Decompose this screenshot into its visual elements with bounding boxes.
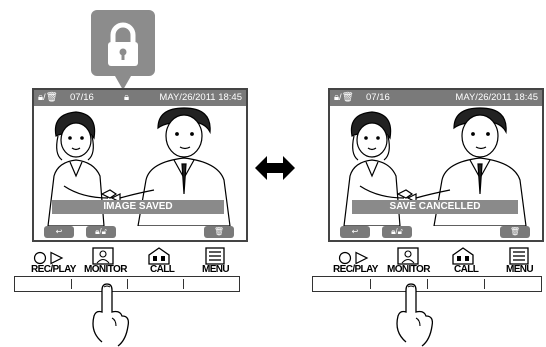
status-banner: SAVE CANCELLED	[352, 200, 518, 214]
date-time: MAY/26/2011 18:45	[455, 90, 538, 106]
status-bar: 🔒︎/🗑︎ 07/16 MAY/26/2011 18:45	[330, 90, 542, 106]
protect-softkey[interactable]: 🔒︎/🔓︎	[86, 226, 116, 238]
call-icon	[148, 247, 170, 265]
protect-delete-icon: 🔒︎/🗑︎	[334, 90, 354, 106]
protect-delete-icon: 🔒︎/🗑︎	[38, 90, 58, 106]
left-monitor-screen: 🔒︎/🗑︎ 07/16 🔒︎ MAY/26/2011 18:45	[32, 88, 248, 242]
date-time: MAY/26/2011 18:45	[159, 90, 242, 106]
rec-play-button[interactable]: REC/PLAY	[31, 264, 76, 275]
monitor-button[interactable]: MONITOR	[387, 264, 430, 275]
call-button[interactable]: CALL	[454, 264, 478, 275]
menu-button[interactable]: MENU	[202, 264, 229, 275]
image-counter: 07/16	[70, 90, 94, 106]
back-softkey[interactable]: ↩	[340, 226, 370, 238]
rec-play-icon	[33, 251, 65, 265]
pressing-finger	[392, 282, 436, 347]
back-softkey[interactable]: ↩	[44, 226, 74, 238]
rec-play-icon	[338, 251, 370, 265]
right-monitor-screen: 🔒︎/🗑︎ 07/16 MAY/26/2011 18:45	[328, 88, 544, 242]
image-counter: 07/16	[366, 90, 390, 106]
pressing-finger	[88, 282, 132, 347]
monitor-icon	[397, 247, 419, 265]
call-button[interactable]: CALL	[150, 264, 174, 275]
monitor-button[interactable]: MONITOR	[84, 264, 127, 275]
lock-callout	[91, 10, 155, 92]
status-banner: IMAGE SAVED	[52, 200, 224, 214]
menu-icon	[205, 247, 225, 265]
menu-icon	[509, 247, 529, 265]
lock-icon: 🔒︎	[124, 90, 129, 106]
rec-play-button[interactable]: REC/PLAY	[333, 264, 378, 275]
protect-softkey[interactable]: 🔒︎/🔓︎	[382, 226, 412, 238]
status-bar: 🔒︎/🗑︎ 07/16 🔒︎ MAY/26/2011 18:45	[34, 90, 246, 106]
call-icon	[452, 247, 474, 265]
menu-button[interactable]: MENU	[506, 264, 533, 275]
transition-arrow	[255, 156, 295, 180]
delete-softkey[interactable]: 🗑︎	[500, 226, 530, 238]
monitor-icon	[92, 247, 114, 265]
delete-softkey[interactable]: 🗑︎	[204, 226, 234, 238]
